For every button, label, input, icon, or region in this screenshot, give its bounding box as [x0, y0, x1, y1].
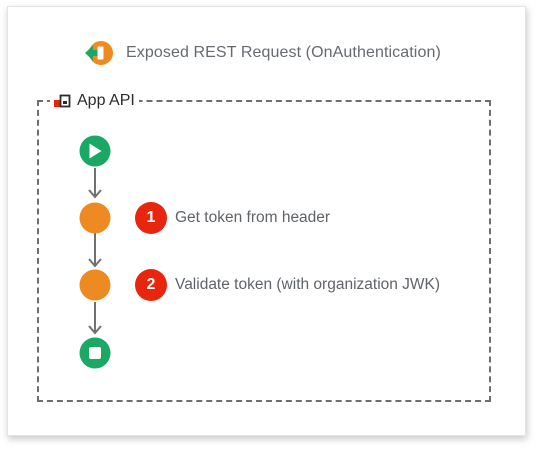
step-number-badge: 2 — [135, 269, 167, 301]
action-node-2[interactable] — [79, 269, 111, 301]
arrowhead — [88, 189, 102, 199]
arrowhead — [88, 258, 102, 268]
step-2[interactable]: 2 Validate token (with organization JWK) — [135, 269, 440, 301]
app-api-icon — [54, 94, 71, 108]
step-label: Validate token (with organization JWK) — [175, 276, 441, 293]
app-api-group — [37, 100, 491, 402]
group-title: App API — [50, 90, 139, 112]
event-title: Exposed REST Request (OnAuthentication) — [126, 44, 441, 61]
step-label: Get token from header — [175, 209, 331, 226]
step-number-badge: 1 — [135, 202, 167, 234]
arrowhead — [88, 325, 102, 335]
end-node-icon — [89, 347, 101, 359]
start-node-icon — [89, 143, 102, 159]
exposed-rest-request-icon — [85, 41, 113, 65]
end-node[interactable] — [79, 337, 111, 369]
step-1[interactable]: 1 Get token from header — [135, 202, 330, 234]
group-label: App API — [77, 92, 135, 109]
event-header: Exposed REST Request (OnAuthentication) — [83, 38, 441, 68]
start-node[interactable] — [79, 135, 111, 167]
action-node-1[interactable] — [79, 202, 111, 234]
